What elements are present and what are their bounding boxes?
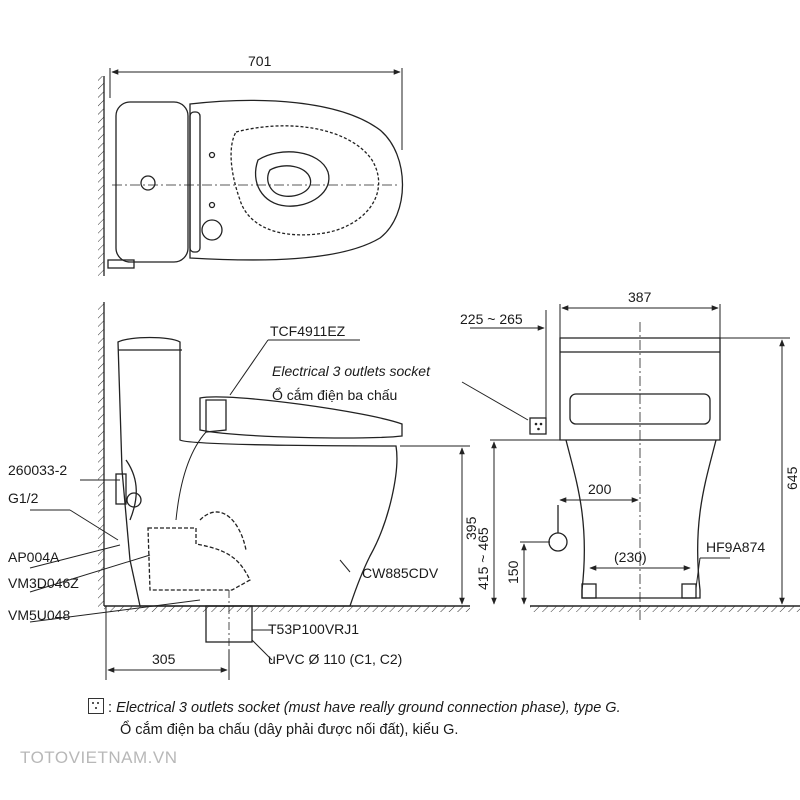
dim-front-width: 387 xyxy=(628,289,652,305)
pipe-label: uPVC Ø 110 (C1, C2) xyxy=(268,651,402,667)
dim-front-socket-offset: 225 ~ 265 xyxy=(460,311,523,327)
leader-g12 xyxy=(69,509,119,541)
part-260033-2: 260033-2 xyxy=(8,462,67,478)
side-bowl-inner xyxy=(199,511,247,551)
front-view xyxy=(461,304,800,620)
leader-vm5u048 xyxy=(29,599,201,623)
fixing-model-label: HF9A874 xyxy=(706,539,765,555)
side-valve-body xyxy=(115,473,127,505)
side-supply-hose xyxy=(125,459,137,521)
outlet-model-label: T53P100VRJ1 xyxy=(268,621,359,637)
side-view xyxy=(29,302,470,680)
side-toilet-body xyxy=(117,336,398,607)
watermark: TOTOVIETNAM.VN xyxy=(20,748,178,767)
side-floor-hatch xyxy=(104,606,470,612)
top-dot-1 xyxy=(208,151,216,159)
part-ap004a: AP004A xyxy=(8,549,60,565)
side-seat-hinge xyxy=(205,399,227,433)
side-wall-hatch xyxy=(98,302,104,608)
socket-label-en: Electrical 3 outlets socket xyxy=(272,363,431,379)
side-power-cable xyxy=(175,431,207,521)
leader-vm3d046z xyxy=(29,554,151,593)
front-tank xyxy=(559,337,721,441)
part-vm5u048: VM5U048 xyxy=(8,607,70,623)
note-line-en: : Electrical 3 outlets socket (must have… xyxy=(88,698,788,716)
front-floor-hatch xyxy=(530,606,800,612)
front-left-foot xyxy=(581,583,597,599)
dim-top-width: 701 xyxy=(248,53,272,69)
note-text-en: Electrical 3 outlets socket (must have r… xyxy=(116,700,621,716)
part-vm3d046z: VM3D046Z xyxy=(8,575,79,591)
front-body xyxy=(565,439,717,599)
seat-model-label: TCF4911EZ xyxy=(270,323,346,339)
dim-side-395: 395 xyxy=(463,516,479,540)
front-supply-valve xyxy=(548,532,568,552)
top-bowl-rim xyxy=(230,125,380,236)
dim-side-305: 305 xyxy=(152,651,176,667)
top-supply-valve xyxy=(107,259,135,269)
dim-front-seat-height: 415 ~ 465 xyxy=(475,527,491,590)
socket-symbol-icon xyxy=(88,698,104,714)
dim-front-supply-height: 150 xyxy=(505,560,521,584)
leader-fixing xyxy=(695,557,701,589)
top-seat-outline xyxy=(189,99,404,261)
part-g12: G1/2 xyxy=(8,490,39,506)
side-seat xyxy=(199,396,403,439)
dim-front-height: 645 xyxy=(784,466,800,490)
top-dot-2 xyxy=(208,201,216,209)
side-trapway xyxy=(147,527,251,591)
bowl-model-label: CW885CDV xyxy=(362,565,439,581)
leader-seat-model xyxy=(229,339,269,396)
top-flush-button xyxy=(140,175,156,191)
top-wall-hatch xyxy=(98,76,104,276)
socket-label-vi: Ổ cắm điện ba chấu xyxy=(272,386,397,403)
top-control-knob xyxy=(201,219,223,241)
front-right-foot xyxy=(681,583,697,599)
leader-bowl-model xyxy=(339,559,351,573)
leader-pipe xyxy=(251,639,273,661)
top-tank xyxy=(115,101,189,263)
note-line-vi: Ổ cắm điện ba chấu (dây phải được nối đấ… xyxy=(120,722,459,738)
dim-front-supply: 200 xyxy=(588,481,612,497)
front-socket-dots xyxy=(534,422,543,431)
top-bowl-well xyxy=(254,151,330,207)
front-socket-box xyxy=(529,417,547,435)
side-valve xyxy=(126,492,142,508)
top-view xyxy=(98,68,404,276)
top-bowl-drain xyxy=(267,165,312,197)
top-seat-hinge xyxy=(189,111,201,253)
dim-front-feet: (230) xyxy=(614,549,647,565)
leader-socket xyxy=(461,381,529,421)
leader-ap004a xyxy=(29,544,121,569)
